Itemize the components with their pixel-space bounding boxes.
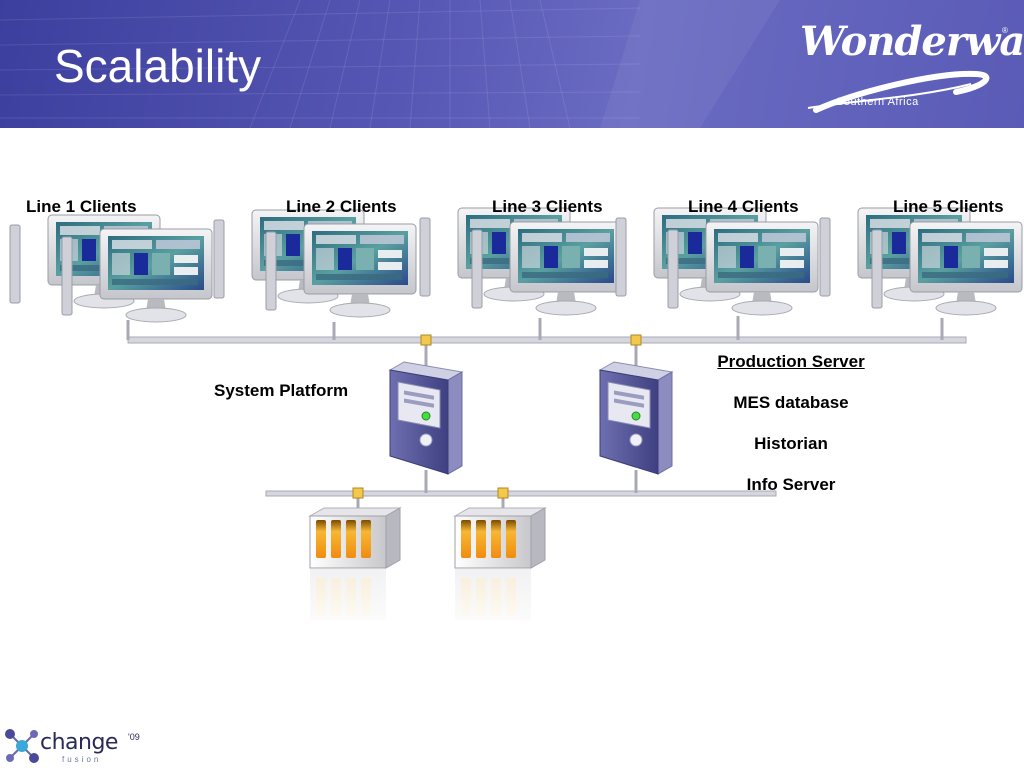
production-server-title: Production Server <box>717 352 865 371</box>
plc-rack-icon <box>307 507 403 637</box>
tower-server-icon <box>389 361 463 475</box>
footer-logo-name: change <box>40 730 118 755</box>
client-group-line-2 <box>214 210 416 317</box>
plc-rack-icon <box>452 507 548 637</box>
network-bus-top <box>126 316 967 368</box>
production-role-info-server: Info Server <box>746 475 836 494</box>
network-diagram <box>0 128 1024 637</box>
client-label-line-2: Line 2 Clients <box>286 197 397 216</box>
workstation-icon <box>820 208 1022 315</box>
footer-logo-year: '09 <box>128 732 140 742</box>
production-role-mes: MES database <box>733 393 849 412</box>
plc-rack-2 <box>452 507 548 637</box>
network-bus-bottom <box>265 470 777 512</box>
logo-wordmark: Wonderware <box>800 18 1024 65</box>
tower-server-icon <box>599 361 673 475</box>
workstation-icon <box>616 208 818 315</box>
slide-title: Scalability <box>54 40 262 92</box>
footer-logo-tagline: fusion <box>62 755 102 764</box>
workstation-icon <box>420 208 622 315</box>
wonderware-logo: Wonderware ® Southern Africa <box>796 12 1024 116</box>
workstation-icon <box>10 215 212 322</box>
production-server <box>599 361 673 475</box>
client-label-line-5: Line 5 Clients <box>893 197 1004 216</box>
header-banner: Scalability Wonderware ® Southern Africa <box>0 0 1024 128</box>
system-platform-server <box>389 361 463 475</box>
production-role-historian: Historian <box>754 434 828 453</box>
building-pattern <box>0 0 780 128</box>
client-label-line-3: Line 3 Clients <box>492 197 603 216</box>
logo-swoosh <box>807 70 990 113</box>
plc-rack-1 <box>307 507 403 637</box>
change-fusion-logo: change '09 fusion <box>2 724 152 768</box>
system-platform-label: System Platform <box>214 381 349 400</box>
client-label-line-4: Line 4 Clients <box>688 197 799 216</box>
client-group-line-1 <box>10 215 212 322</box>
client-group-line-5 <box>820 208 1022 315</box>
client-group-line-3 <box>420 208 622 315</box>
workstation-icon <box>214 210 416 317</box>
molecule-icon <box>5 729 39 763</box>
client-label-line-1: Line 1 Clients <box>26 197 137 216</box>
logo-subtitle: Southern Africa <box>836 96 919 108</box>
logo-registered-mark: ® <box>1002 26 1008 35</box>
client-group-line-4 <box>616 208 818 315</box>
